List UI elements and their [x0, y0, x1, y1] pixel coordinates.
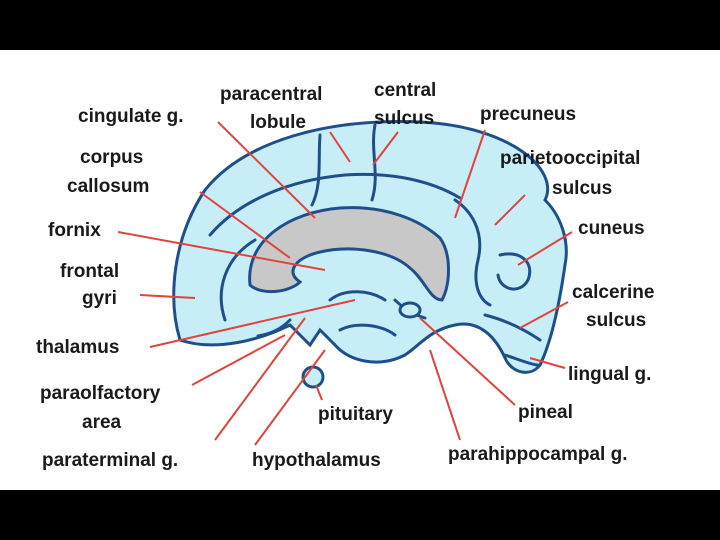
label-paracentral-lobule-line2: lobule: [250, 112, 306, 133]
label-cingulate-g: cingulate g.: [78, 106, 184, 127]
label-hypothalamus: hypothalamus: [252, 450, 381, 471]
label-corpus-callosum-line1: corpus: [80, 147, 143, 168]
pineal-shape: [398, 301, 422, 319]
label-paracentral-lobule-line1: paracentral: [220, 84, 322, 105]
label-paraterminal-g: paraterminal g.: [42, 450, 178, 471]
label-fornix: fornix: [48, 220, 101, 241]
label-paraolfactory-area-line1: paraolfactory: [40, 383, 161, 404]
brain-midsagittal-diagram: cingulate g. paracentral lobule central …: [36, 80, 654, 471]
label-calcerine-sulcus-line2: sulcus: [586, 310, 646, 331]
label-parietooccipital-sulcus-line2: sulcus: [552, 178, 612, 199]
corpus-callosum-band: [248, 206, 450, 302]
label-frontal-gyri-line1: frontal: [60, 261, 119, 282]
label-parietooccipital-sulcus-line1: parietooccipital: [500, 148, 640, 169]
label-pituitary: pituitary: [318, 404, 393, 425]
label-central-sulcus-line1: central: [374, 80, 436, 101]
label-central-sulcus-line2: sulcus: [374, 108, 434, 129]
diagram-panel: cingulate g. paracentral lobule central …: [0, 50, 720, 490]
label-paraolfactory-area-line2: area: [82, 412, 122, 433]
label-frontal-gyri-line2: gyri: [82, 288, 117, 309]
label-lingual-g: lingual g.: [568, 364, 651, 385]
label-parahippocampal-g: parahippocampal g.: [448, 444, 627, 465]
label-cuneus: cuneus: [578, 218, 645, 239]
label-precuneus: precuneus: [480, 104, 576, 125]
label-corpus-callosum-line2: callosum: [67, 176, 149, 197]
label-calcerine-sulcus-line1: calcerine: [572, 282, 654, 303]
label-thalamus: thalamus: [36, 337, 119, 358]
leader-lines: [117, 121, 573, 446]
label-pineal: pineal: [518, 402, 573, 423]
